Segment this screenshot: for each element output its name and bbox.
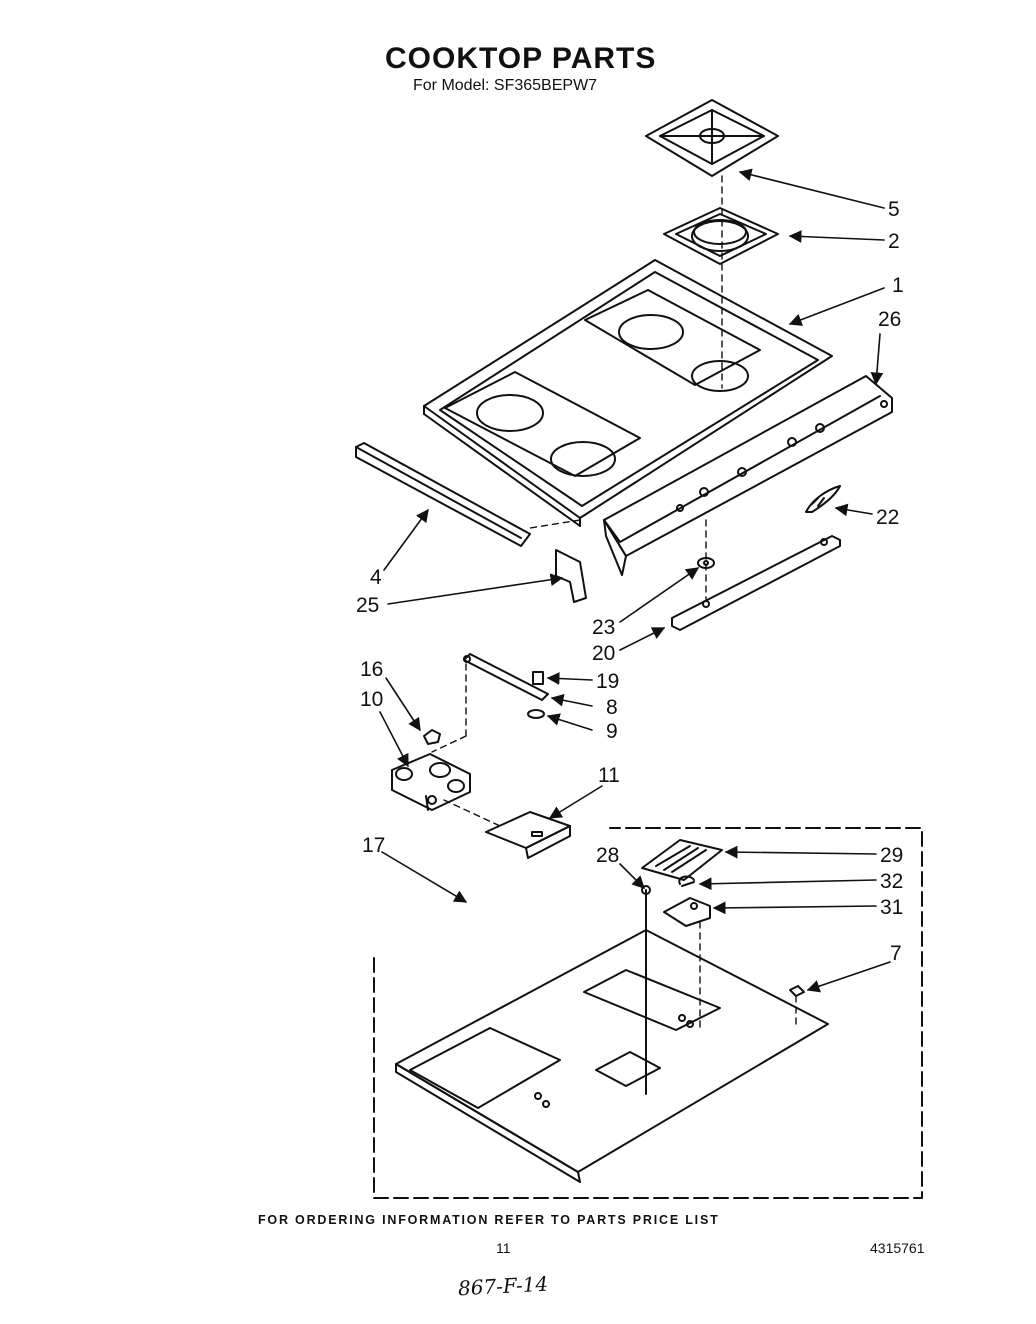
callout-32: 32 bbox=[880, 870, 903, 893]
callout-9: 9 bbox=[606, 720, 618, 743]
page-number: 11 bbox=[496, 1240, 511, 1256]
callout-23: 23 bbox=[592, 616, 615, 639]
callout-20: 20 bbox=[592, 642, 615, 665]
ignitor-clip-part bbox=[423, 729, 441, 745]
grommet-part bbox=[527, 709, 545, 719]
burner-grate-part bbox=[645, 99, 779, 177]
manifold-panel-part bbox=[603, 375, 893, 576]
callout-8: 8 bbox=[606, 696, 618, 719]
callout-7: 7 bbox=[890, 942, 902, 965]
model-subtitle: For Model: SF365BEPW7 bbox=[413, 77, 598, 94]
vent-clip-part bbox=[678, 875, 695, 887]
callout-11: 11 bbox=[598, 764, 620, 787]
callout-labels: 5 2 1 26 22 4 25 23 20 16 19 10 8 9 11 1… bbox=[356, 198, 904, 965]
callout-31: 31 bbox=[880, 896, 903, 919]
callout-28: 28 bbox=[596, 844, 619, 867]
spring-clip-part bbox=[805, 485, 841, 513]
vent-bracket-part bbox=[663, 897, 711, 927]
document-number: 4315761 bbox=[870, 1240, 925, 1256]
callout-29: 29 bbox=[880, 844, 903, 867]
handwritten-note: 867-F-14 bbox=[457, 1271, 549, 1301]
mounting-bracket-part bbox=[485, 811, 571, 859]
ordering-info-note: FOR ORDERING INFORMATION REFER TO PARTS … bbox=[258, 1213, 720, 1227]
callout-17: 17 bbox=[362, 834, 385, 857]
page-title: COOKTOP PARTS bbox=[385, 42, 657, 75]
support-bracket-part bbox=[671, 535, 841, 631]
vent-grille-part bbox=[641, 839, 723, 881]
callout-1: 1 bbox=[892, 274, 904, 297]
electrode-clip-part bbox=[532, 671, 544, 685]
alignment-lines bbox=[431, 175, 797, 1033]
callout-16: 16 bbox=[360, 658, 383, 681]
callout-25: 25 bbox=[356, 594, 379, 617]
end-cap-part bbox=[555, 549, 587, 603]
callout-26: 26 bbox=[878, 308, 901, 331]
burner-box-assembly-part bbox=[373, 827, 923, 1199]
callout-2: 2 bbox=[888, 230, 900, 253]
cooktop-main-top-part bbox=[423, 259, 833, 527]
callout-10: 10 bbox=[360, 688, 383, 711]
callout-4: 4 bbox=[370, 566, 382, 589]
leader-lines bbox=[379, 168, 891, 993]
callout-22: 22 bbox=[876, 506, 899, 529]
spark-module-part bbox=[391, 753, 471, 811]
callout-5: 5 bbox=[888, 198, 900, 221]
screw-part bbox=[789, 985, 805, 997]
front-trim-part bbox=[355, 442, 531, 547]
burner-bowl-part bbox=[663, 207, 779, 265]
igniter-electrode-part bbox=[463, 653, 549, 701]
callout-19: 19 bbox=[596, 670, 619, 693]
